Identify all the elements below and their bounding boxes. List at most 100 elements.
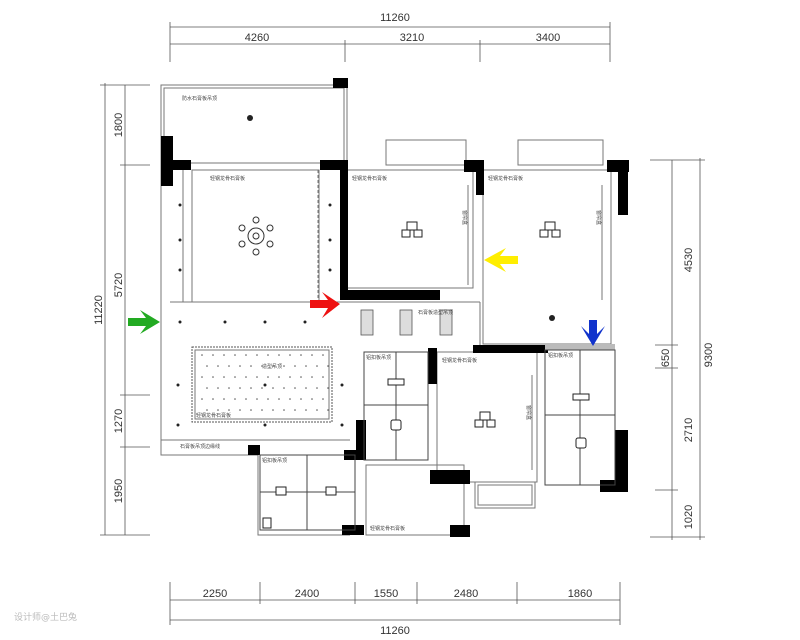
pattern-dot [256,398,258,400]
pattern-dot [278,398,280,400]
blue-arrow-marker [581,320,605,346]
label-bedroom3: 轻钢龙骨石膏板 [442,357,477,364]
walls-thin [160,84,612,536]
label-kitchen: 铝扣板吊顶 [366,354,391,361]
pattern-dot [228,365,230,367]
red-arrow-marker [310,292,340,318]
pattern-dot [212,376,214,378]
label-curtain-box3: 窗帘盒 [525,405,532,420]
pattern-dot [245,376,247,378]
downlight-icon [340,383,344,387]
chandelier-icon [238,216,274,256]
label-dining-edge: 轻钢龙骨石膏板 [196,412,231,419]
label-dining-feature: 造型吊顶 [262,363,282,370]
pattern-dot [206,365,208,367]
walls-solid [161,78,629,537]
downlight-icon [328,268,332,272]
pattern-dot [300,398,302,400]
pattern-dot [300,354,302,356]
left-dim-2: 5720 [113,273,125,297]
pattern-dot [311,354,313,356]
pattern-dot [261,409,263,411]
top-dimensions: 11260 4260 3210 3400 [169,12,611,62]
pattern-dot [322,354,324,356]
pattern-dot [239,365,241,367]
pattern-dot [316,387,318,389]
pattern-dot [201,354,203,356]
downlight-icon [178,268,182,272]
pattern-dot [267,354,269,356]
beam [545,344,615,350]
pattern-dot [234,398,236,400]
pattern-dot [294,365,296,367]
downlights [176,115,555,427]
pattern-dot [327,365,329,367]
pattern-dot [272,409,274,411]
label-curtain-box2: 窗帘盒 [595,210,602,225]
pattern-dot [327,409,329,411]
green-arrow-marker [128,310,160,334]
pattern-dot [261,387,263,389]
pattern-dot [250,365,252,367]
downlight-icon [263,423,267,427]
right-dim-2: 650 [660,349,672,367]
pattern-dot [289,398,291,400]
right-dim-4: 1020 [683,505,695,529]
pattern-dot [250,387,252,389]
ceiling-lamps [262,221,590,529]
label-living-ceiling: 轻钢龙骨石膏板 [210,175,245,182]
watermark: 设计师@土巴兔 [14,611,77,623]
pattern-dot [294,387,296,389]
downlight-icon [328,203,332,207]
pattern-dot [278,376,280,378]
top-total-dim: 11260 [380,12,410,24]
label-curtain-box1: 窗帘盒 [461,210,468,225]
pattern-dot [245,398,247,400]
pattern-dot [322,376,324,378]
pattern-dot [305,365,307,367]
bottom-dimensions: 2250 2400 1550 2480 1860 11260 [169,582,621,637]
pattern-dot [206,387,208,389]
left-dim-1: 1800 [113,113,125,137]
pattern-dot [228,409,230,411]
pattern-dot [300,376,302,378]
pattern-dot [316,365,318,367]
downlight-icon [263,320,267,324]
dining-feature-ceiling [191,346,333,423]
label-study: 轻钢龙骨石膏板 [370,525,405,532]
pattern-dot [294,409,296,411]
bottom-dim-3: 1550 [374,588,398,600]
left-dimensions: 11220 1800 5720 1270 1950 [93,83,150,536]
pattern-dot [267,376,269,378]
top-dim-3: 3400 [536,32,560,44]
label-bedroom2: 轻钢龙骨石膏板 [488,175,523,182]
pattern-dot [223,376,225,378]
pattern-dot [201,376,203,378]
pattern-dot [223,354,225,356]
downlight-icon [178,238,182,242]
pattern-dot [316,409,318,411]
downlight-icon [303,320,307,324]
label-living-edge: 石膏板吊顶边缘线 [180,443,220,450]
left-dim-4: 1950 [113,479,125,503]
label-balcony: 防水石膏板吊顶 [182,95,217,102]
pattern-dot [239,409,241,411]
pattern-dot [311,376,313,378]
bottom-dim-5: 1860 [568,588,592,600]
pattern-dot [206,409,208,411]
pattern-dot [217,409,219,411]
label-bath2: 铝扣板吊顶 [262,457,287,464]
pattern-dot [234,376,236,378]
pattern-dot [283,387,285,389]
pattern-dot [267,398,269,400]
pattern-dot [261,365,263,367]
pattern-dot [272,365,274,367]
right-dim-3: 2710 [683,418,695,442]
bottom-dim-2: 2400 [295,588,319,600]
pattern-dot [212,354,214,356]
pattern-dot [228,387,230,389]
pattern-dot [217,387,219,389]
downlight-icon [176,383,180,387]
pattern-dot [234,354,236,356]
